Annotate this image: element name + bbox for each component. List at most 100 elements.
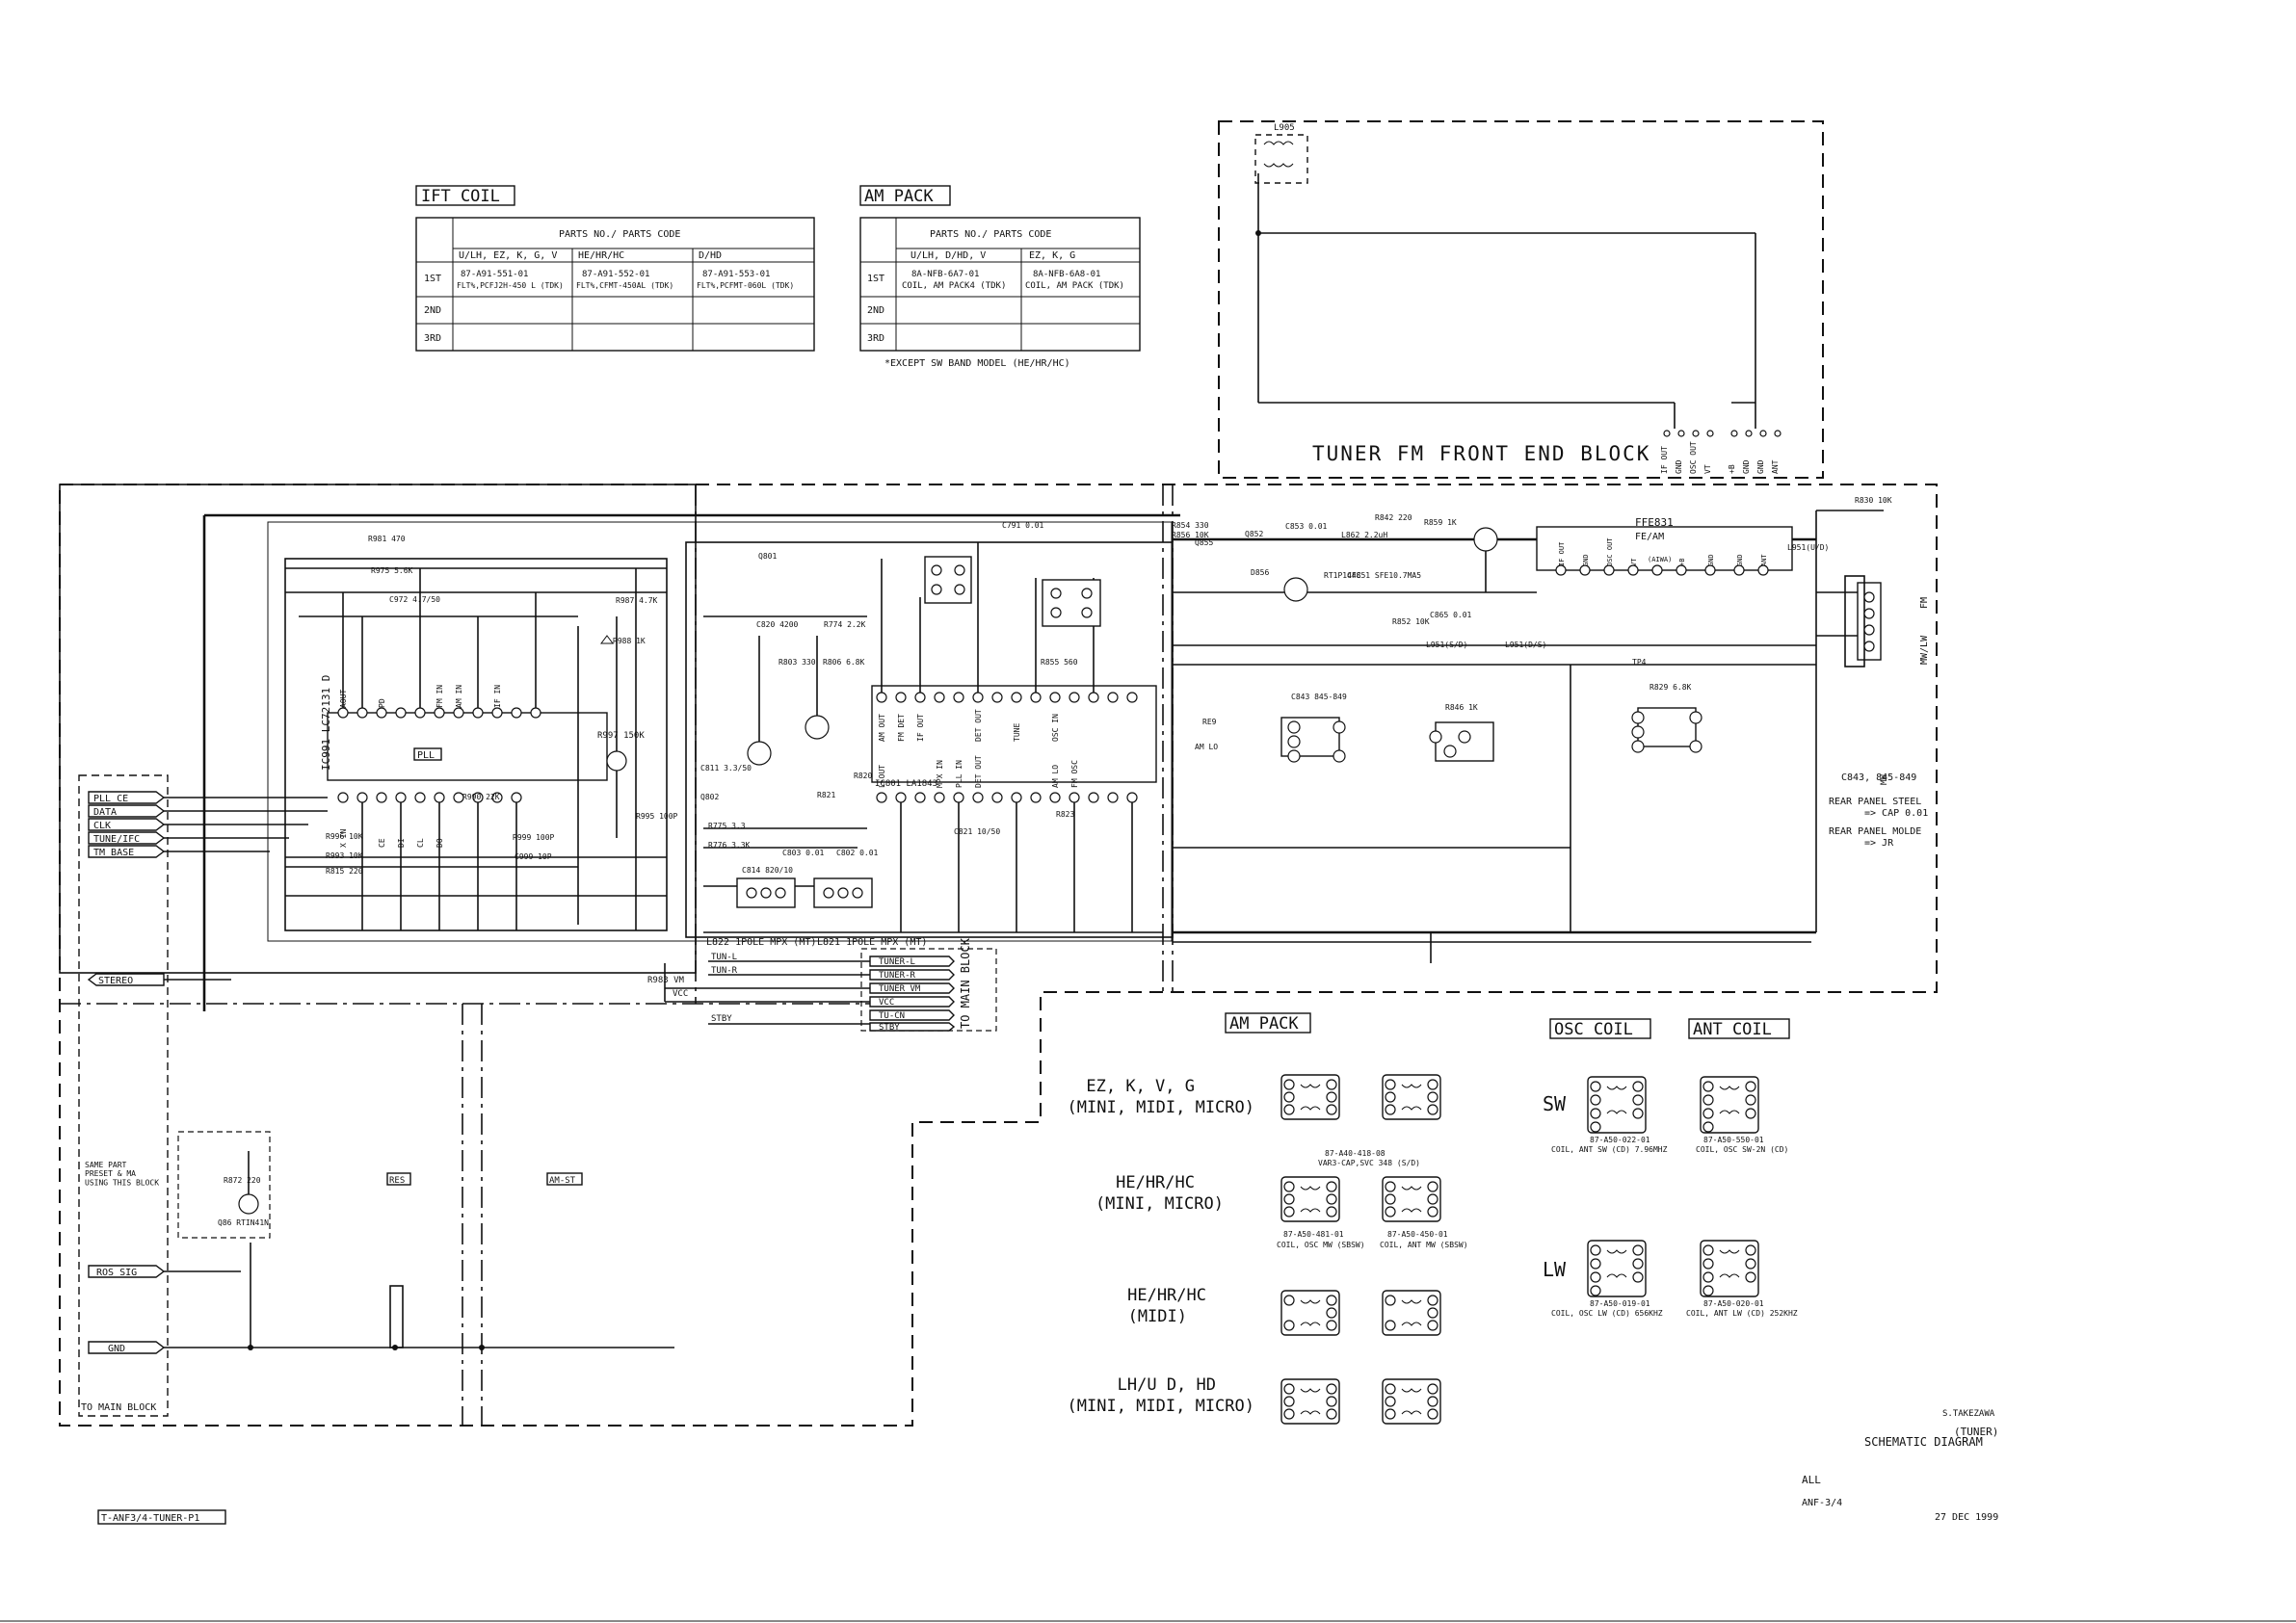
- am-pack-sub: (MINI, MIDI, MICRO): [1068, 1397, 1254, 1416]
- ift-row-label: 1ST: [424, 274, 441, 284]
- front-end-pin: OSC OUT: [1689, 441, 1698, 474]
- connector-block: TO MAIN BLOCK: [81, 1402, 156, 1413]
- part-label: C820 4200: [756, 620, 799, 629]
- ift-cell: FLT%,PCFJ2H-450 L (TDK): [457, 281, 564, 290]
- front-end-pin: +B: [1728, 464, 1736, 474]
- am-pack-models: EZ, K, V, G: [1086, 1077, 1195, 1096]
- part-label: C803 0.01: [782, 849, 825, 857]
- ic801-pin-label: IF OUT: [916, 714, 925, 742]
- to-main-signal: TUNER VM: [879, 984, 921, 994]
- rear-note: => CAP 0.01: [1864, 808, 1928, 819]
- am-pack-note: *EXCEPT SW BAND MODEL (HE/HR/HC): [884, 358, 1070, 369]
- part-label: R981 470: [368, 535, 406, 543]
- part-label: R995 100P: [636, 812, 678, 821]
- to-main-signal: TUNER-R: [879, 971, 916, 981]
- osc-coil-part: COIL, ANT SW (CD) 7.96MHZ: [1551, 1145, 1668, 1154]
- am-pack-part: VAR3-CAP,SVC 348 (S/D): [1318, 1159, 1420, 1167]
- part-label: R988 1K: [613, 637, 646, 645]
- part-label: Q855: [1195, 538, 1213, 547]
- ift-cell: 87-A91-552-01: [582, 270, 649, 279]
- am-pack-table-title: AM PACK: [864, 187, 934, 206]
- ift-cell: FLT%,PCFMT-060L (TDK): [697, 281, 794, 290]
- connector-stereo: STEREO: [98, 976, 133, 986]
- am-pack-cell: 8A-NFB-6A8-01: [1033, 270, 1100, 279]
- pll-ic-body: [327, 712, 608, 781]
- rear-panel-notes: C843, 845-849 REAR PANEL STEEL => CAP 0.…: [1829, 772, 1928, 849]
- to-main-signal: TU-CN: [879, 1011, 905, 1021]
- part-label: R856 10K: [1172, 531, 1209, 539]
- ift-row-label: 3RD: [424, 333, 441, 344]
- mpx-l821-label: L821 1POLE MPX (MT): [817, 937, 927, 948]
- pll-pin-label: PD: [378, 698, 386, 708]
- ift-coil-title: IFT COIL: [421, 187, 500, 206]
- part-label: Q852: [1245, 530, 1263, 538]
- am-pack-header: PARTS NO./ PARTS CODE: [930, 229, 1051, 240]
- part-label: R820: [854, 772, 872, 780]
- am-pack-cell: COIL, AM PACK4 (TDK): [902, 281, 1006, 291]
- pll-block: IC991 LC72131 D PLL AOUT PD FM IN AM IN …: [267, 521, 1173, 942]
- connector-signal: TM BASE: [93, 848, 134, 858]
- board-outlines: [59, 484, 1938, 1427]
- am-pack-cell: 8A-NFB-6A7-01: [911, 270, 979, 279]
- label-mw: MW: [1880, 774, 1889, 785]
- part-label: C811 3.3/50: [700, 764, 752, 772]
- ift-coil-col: D/HD: [699, 250, 722, 261]
- to-main-left: VCC: [673, 989, 688, 999]
- ic801-pins-bottom: [876, 792, 1138, 803]
- front-end-pin: ANT: [1771, 459, 1780, 474]
- to-main-signal: TUNER-L: [879, 957, 915, 967]
- fm-front-end-block: L905 TUNER FM FRONT END BLOCK IF OUT GND…: [1218, 120, 1824, 479]
- front-end-coil-label: L905: [1274, 123, 1295, 133]
- am-pack-part: 87-A50-450-01: [1387, 1230, 1448, 1239]
- fe-pack-pin: GND: [1582, 554, 1590, 566]
- connector-gnd: GND: [108, 1344, 125, 1354]
- front-end-pins: IF OUT GND OSC OUT VT +B GND GND ANT: [1660, 441, 1780, 474]
- r872-label: R872 220: [224, 1176, 261, 1185]
- am-pack-row-label: 2ND: [867, 305, 884, 316]
- pll-ic-label: IC991 LC72131 D: [320, 675, 332, 771]
- part-label: R996 10K: [326, 832, 363, 841]
- part-label: C814 820/10: [742, 866, 793, 875]
- pll-pin-label: X IN: [339, 829, 348, 848]
- part-label: R830 10K: [1855, 496, 1892, 505]
- rear-note: REAR PANEL MOLDE: [1829, 826, 1921, 837]
- am-pack-models: LH/U D, HD: [1118, 1375, 1216, 1395]
- ant-coil-part: COIL, ANT LW (CD) 252KHZ: [1686, 1309, 1798, 1318]
- fe-pack-pin: IF OUT: [1558, 541, 1566, 566]
- part-label: C865 0.01: [1430, 611, 1472, 619]
- fe-pack-pin: OSC OUT: [1606, 537, 1614, 566]
- ift-coil-header: PARTS NO./ PARTS CODE: [559, 229, 680, 240]
- q86-block: R872 220 Q86 RTIN41N: [177, 1131, 271, 1239]
- part-label: R987 4.7K: [616, 596, 658, 605]
- fe-pack-pin: VT: [1630, 558, 1638, 566]
- q86-label: Q86 RTIN41N: [218, 1218, 269, 1227]
- ant-coil-part: COIL, OSC SW-2N (CD): [1696, 1145, 1788, 1154]
- left-connector: PLL CE DATA CLK TUNE/IFC TM BASE STEREO …: [78, 513, 1180, 1417]
- front-end-title: TUNER FM FRONT END BLOCK: [1312, 442, 1650, 465]
- footer-drawing-no: T-ANF3/4-TUNER-P1: [101, 1513, 199, 1524]
- ift-row-label: 2ND: [424, 305, 441, 316]
- res-block: RES AM-ST: [386, 1172, 583, 1348]
- label-mw-lw: MW/LW: [1919, 635, 1930, 665]
- fe-pack-pin: +B: [1678, 559, 1686, 566]
- part-label: R803 330: [779, 658, 816, 667]
- rear-note: => JR: [1864, 838, 1894, 849]
- connector-ros-sig: ROS SIG: [96, 1268, 137, 1278]
- am-pack-part: 87-A40-418-08: [1325, 1149, 1386, 1158]
- ic801-pin-label: DET OUT: [974, 755, 983, 788]
- am-pack-sub: (MIDI): [1128, 1307, 1187, 1326]
- ic801-pin-label: MPX IN: [936, 760, 944, 788]
- part-label: R846 1K: [1445, 703, 1478, 712]
- connector-signal: CLK: [93, 821, 111, 831]
- ic801-pin-label: AM LO: [1051, 765, 1060, 788]
- part-label: L862 2.2uH: [1341, 531, 1387, 539]
- to-main-connector: TUNER-L TUNER-R TUNER VM VCC TU-CN STBY …: [647, 937, 997, 1033]
- osc-coil-part: 87-A50-022-01: [1590, 1136, 1650, 1144]
- ic801-pin-label: TUNE: [1013, 723, 1021, 742]
- fe-pack-sub: FE/AM: [1635, 532, 1664, 542]
- ant-coil-part: 87-A50-550-01: [1703, 1136, 1764, 1144]
- pll-pin-label: IF IN: [493, 685, 502, 708]
- footer-tuner: (TUNER): [1954, 1426, 1998, 1438]
- pll-pin-label: CL: [416, 838, 425, 848]
- ic801-pin-label: L-OUT: [878, 765, 886, 788]
